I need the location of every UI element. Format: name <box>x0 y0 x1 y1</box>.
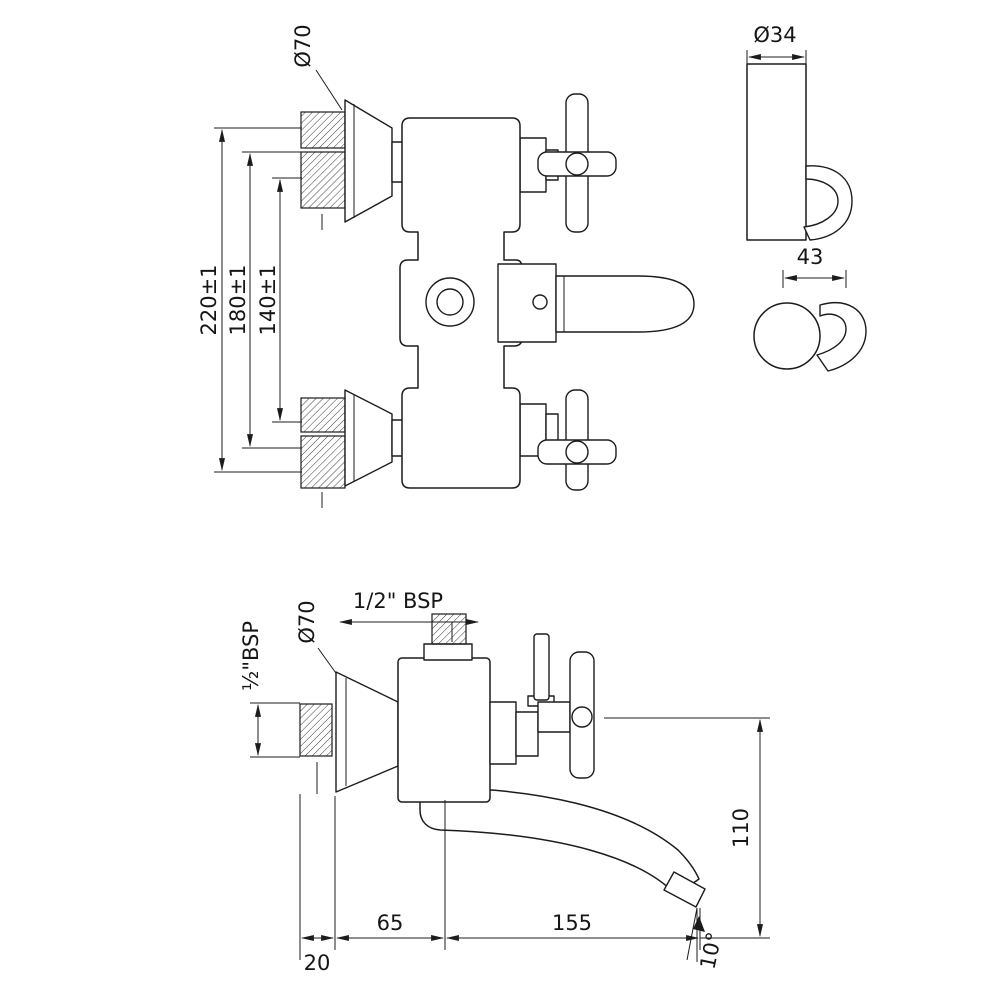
angle-line-tilted <box>686 907 698 961</box>
top-inlet-nipple <box>431 613 467 645</box>
bracket-view: Ø34 43 <box>746 23 867 372</box>
front-view: 220±1 180±1 140±1 Ø70 <box>197 24 695 508</box>
front-dim-140-label: 140±1 <box>256 264 280 335</box>
valve-stem-neck <box>515 711 539 757</box>
hand-shower-holder <box>555 275 695 333</box>
inlet-nipple <box>300 435 346 489</box>
front-dimension-lines <box>214 69 343 473</box>
handle-hub <box>571 706 593 728</box>
diverter-screw <box>532 294 548 310</box>
leader-line-flange <box>317 647 339 677</box>
diverter-lever <box>533 633 550 701</box>
center-knob-inner <box>436 288 464 316</box>
leader-line-flange <box>315 69 343 111</box>
side-dim-65-label: 65 <box>377 911 404 935</box>
escutcheon-cone <box>344 389 393 487</box>
aerator-tip <box>663 871 706 908</box>
side-view: 1/2" BSP Ø70 ½"BSP <box>239 589 770 975</box>
wall-nipple <box>299 703 333 757</box>
front-bottom-inlet <box>300 389 405 508</box>
front-dim-flange-label: Ø70 <box>291 24 315 67</box>
side-dim-wall-thread-label: ½"BSP <box>239 621 263 691</box>
bracket-dim-width-label: 43 <box>797 245 824 269</box>
inlet-nipple <box>300 111 346 149</box>
bracket-knob <box>753 302 821 370</box>
front-dim-180-label: 180±1 <box>226 264 250 335</box>
handle-hub <box>565 152 589 176</box>
bracket-body <box>746 63 807 241</box>
front-top-cross-handle <box>537 93 617 233</box>
water-drop <box>693 916 705 932</box>
bracket-hook <box>803 165 853 241</box>
valve-stem <box>489 701 517 765</box>
front-bottom-cross-handle <box>537 389 617 491</box>
escutcheon-cone <box>344 99 393 223</box>
spout <box>419 787 700 896</box>
handle-hub <box>565 440 589 464</box>
side-dim-20-label: 20 <box>304 951 331 975</box>
side-dim-155-label: 155 <box>552 911 592 935</box>
front-diverter-assembly <box>497 263 695 343</box>
side-dim-flange-label: Ø70 <box>295 600 319 643</box>
top-inlet-flange <box>423 643 473 661</box>
side-dimension-lines <box>299 717 770 962</box>
side-dim-top-thread-label: 1/2" BSP <box>353 589 443 613</box>
inlet-nipple <box>300 151 346 209</box>
side-dim-110-label: 110 <box>729 808 753 848</box>
escutcheon-cone <box>335 671 399 793</box>
bracket-dim-diameter-label: Ø34 <box>753 23 796 47</box>
mixer-body-side <box>397 657 491 803</box>
front-dim-220-label: 220±1 <box>197 264 221 335</box>
handle-hub-block <box>537 701 571 733</box>
bracket-clip <box>816 302 867 372</box>
side-cross-handle <box>489 651 595 779</box>
inlet-nipple <box>300 397 346 433</box>
front-top-inlet <box>300 99 405 230</box>
